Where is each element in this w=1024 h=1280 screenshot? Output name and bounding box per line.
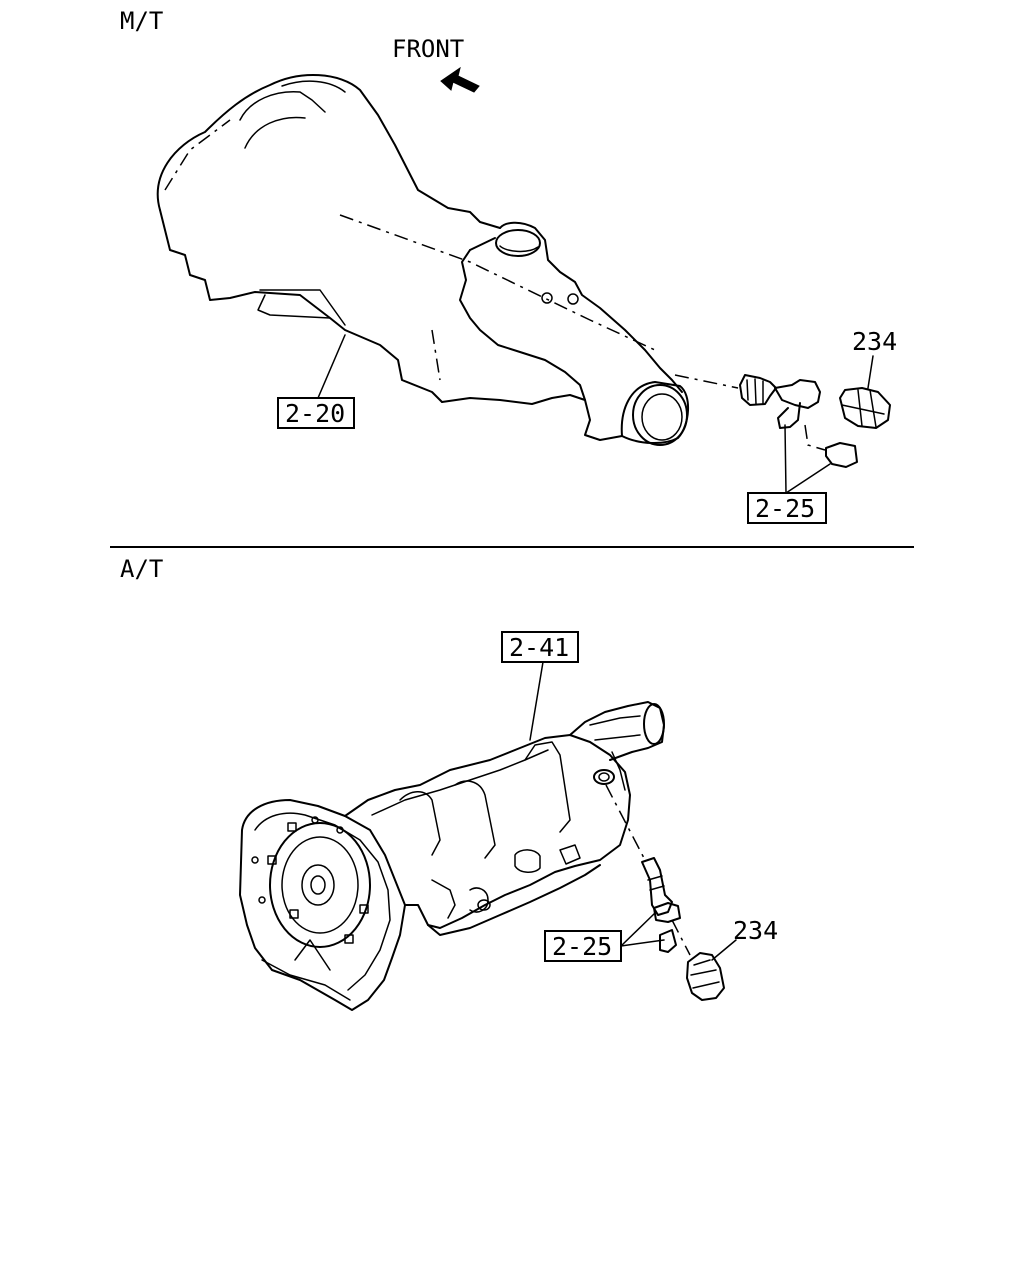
at-transmission-ref-label: 2-41 <box>509 633 569 662</box>
at-driven-gear-assembly <box>605 784 691 956</box>
at-speed-sensor <box>686 939 737 1001</box>
mt-driven-gear-ref-label: 2-25 <box>755 494 815 523</box>
front-label: FRONT <box>392 35 464 63</box>
front-arrow-icon <box>440 66 480 93</box>
mt-driven-gear-leader-2 <box>785 463 831 494</box>
mt-driven-gear-leader-1 <box>784 424 787 494</box>
at-transmission-ref-box[interactable] <box>501 631 579 663</box>
automatic-transmission-drawing <box>239 701 665 1011</box>
mt-transmission-leader-line <box>317 334 346 399</box>
at-driven-gear-ref-box[interactable] <box>544 930 622 962</box>
at-transmission-leader-line <box>529 661 544 741</box>
mt-speed-sensor <box>839 355 891 429</box>
at-driven-gear-leader-1 <box>620 912 656 947</box>
mt-driven-gear-assembly <box>739 374 858 468</box>
mt-transmission-ref-label: 2-20 <box>285 399 345 428</box>
manual-transmission-drawing <box>156 73 739 446</box>
mt-section-label: M/T <box>120 7 163 35</box>
mt-driven-gear-ref-box[interactable] <box>747 492 827 524</box>
at-sensor-ref-label: 234 <box>733 916 778 945</box>
at-driven-gear-leader-2 <box>620 939 665 947</box>
mt-sensor-ref-label: 234 <box>852 327 897 356</box>
at-section-label: A/T <box>120 555 163 583</box>
mt-transmission-ref-box[interactable] <box>277 397 355 429</box>
at-driven-gear-ref-label: 2-25 <box>552 932 612 961</box>
